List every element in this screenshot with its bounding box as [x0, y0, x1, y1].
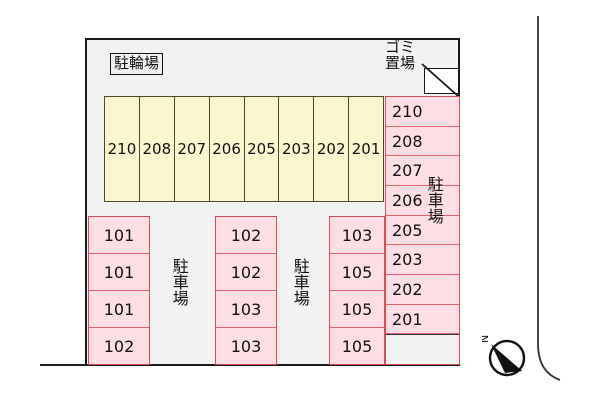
- parking-column-right: 210 208 207 206 205 203 202 201: [385, 96, 460, 365]
- bicycle-parking-label: 駐輪場: [110, 53, 164, 75]
- parking-stall[interactable]: 102: [216, 254, 276, 291]
- bicycle-slot[interactable]: 203: [279, 97, 315, 201]
- bicycle-slot[interactable]: 208: [140, 97, 175, 201]
- bicycle-slot[interactable]: 201: [351, 140, 381, 158]
- parking-stall[interactable]: 101: [89, 291, 149, 328]
- parking-stall[interactable]: 210: [386, 97, 459, 127]
- parking-column-middle: 102 102 103 103: [215, 216, 277, 365]
- road-left: [40, 364, 86, 366]
- parking-stall[interactable]: 105: [330, 291, 384, 328]
- parking-stall[interactable]: 205: [386, 216, 459, 246]
- parking-caption-right: 駐車場: [424, 176, 444, 224]
- parking-stall[interactable]: 102: [216, 217, 276, 254]
- property-boundary-bottom: [85, 364, 460, 366]
- bicycle-slot[interactable]: 202: [314, 97, 350, 201]
- parking-caption-left: 駐車場: [169, 258, 189, 306]
- parking-stall[interactable]: 208: [386, 127, 459, 157]
- bicycle-parking-rack: 210 208 207 206 205 203 202 201: [104, 96, 384, 202]
- garbage-area-label-line2: 置場: [385, 53, 416, 72]
- parking-stall[interactable]: 203: [386, 245, 459, 276]
- parking-stall[interactable]: 105: [330, 254, 384, 291]
- parking-stall[interactable]: 101: [89, 254, 149, 291]
- garbage-area-enclosure: [424, 68, 458, 94]
- parking-stall[interactable]: 102: [103, 336, 135, 356]
- garbage-area-label: ゴミ 置場: [385, 38, 416, 72]
- bicycle-slot[interactable]: 205: [245, 97, 280, 201]
- garbage-area-label-line1: ゴミ: [385, 38, 416, 56]
- parking-stall[interactable]: 207: [386, 156, 459, 187]
- parking-stall[interactable]: 201: [386, 305, 459, 335]
- garbage-leader-line: [421, 63, 459, 97]
- bicycle-slot[interactable]: 210: [105, 97, 140, 201]
- parking-caption-middle: 駐車場: [290, 258, 310, 306]
- parking-stall[interactable]: 206: [386, 186, 459, 216]
- parking-stall-empty: [386, 334, 459, 365]
- parking-stall[interactable]: 101: [89, 217, 149, 254]
- parking-stall[interactable]: 105: [341, 336, 373, 356]
- parking-stall[interactable]: 103: [330, 217, 384, 254]
- compass-north-label: N: [482, 335, 491, 343]
- parking-stall[interactable]: 103: [230, 336, 262, 356]
- parking-stall[interactable]: 103: [216, 291, 276, 328]
- bicycle-slot[interactable]: 207: [175, 97, 210, 201]
- compass-icon: N: [482, 335, 526, 377]
- road-right: [537, 16, 561, 381]
- parking-column-third: 103 105 105 105: [329, 216, 385, 365]
- bicycle-slot[interactable]: 206: [210, 97, 245, 201]
- parking-stall[interactable]: 202: [386, 275, 459, 305]
- parking-column-left: 101 101 101 102: [88, 216, 150, 365]
